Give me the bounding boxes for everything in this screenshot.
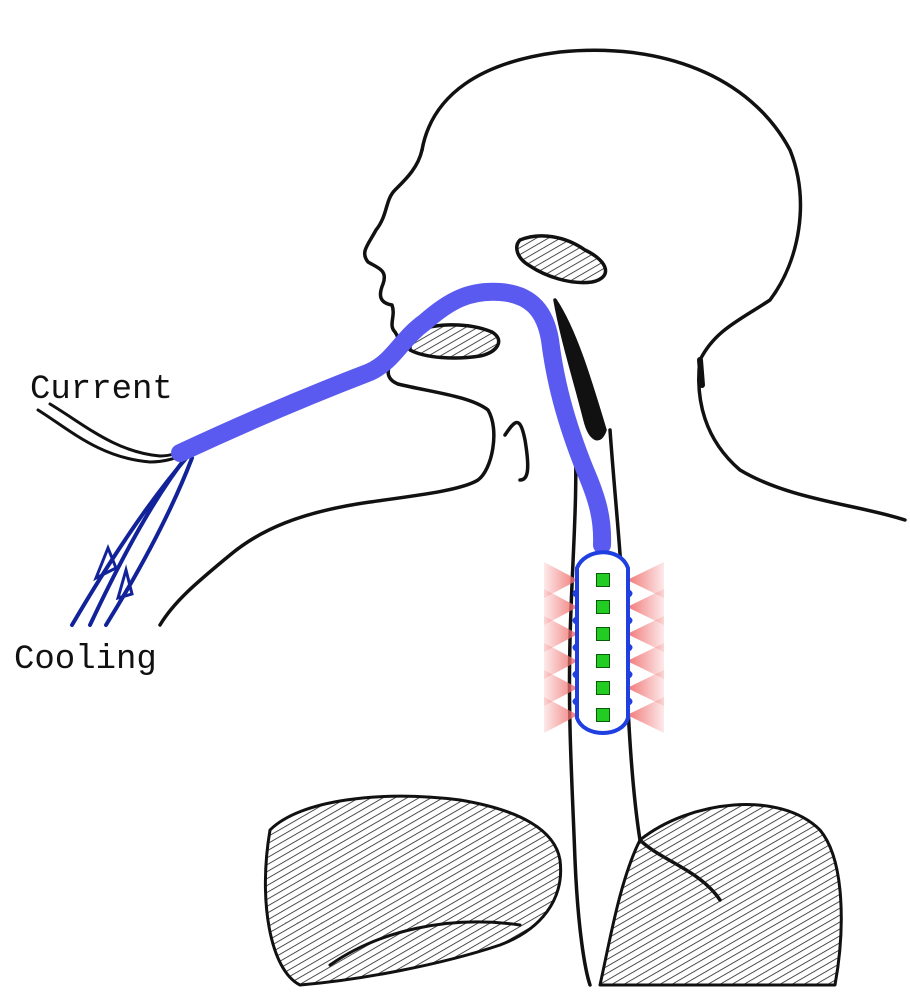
neck-back-inner — [700, 360, 702, 385]
cooling-lines — [72, 452, 192, 625]
larynx — [505, 423, 528, 481]
stomach — [600, 805, 841, 985]
electrode — [597, 682, 610, 695]
current-label: Current — [30, 371, 173, 409]
catheter — [180, 292, 602, 545]
electrode — [597, 709, 610, 722]
electrode — [597, 574, 610, 587]
cooling-label: Cooling — [14, 641, 157, 679]
body-outline — [160, 50, 905, 985]
current-wires — [38, 404, 188, 462]
electrode — [597, 601, 610, 614]
neck-front — [160, 384, 494, 625]
left-organ — [265, 796, 560, 985]
electrode — [597, 628, 610, 641]
ablation-balloon — [544, 552, 664, 733]
palate — [517, 236, 606, 283]
heat-zone-right — [627, 697, 664, 733]
electrode — [597, 655, 610, 668]
